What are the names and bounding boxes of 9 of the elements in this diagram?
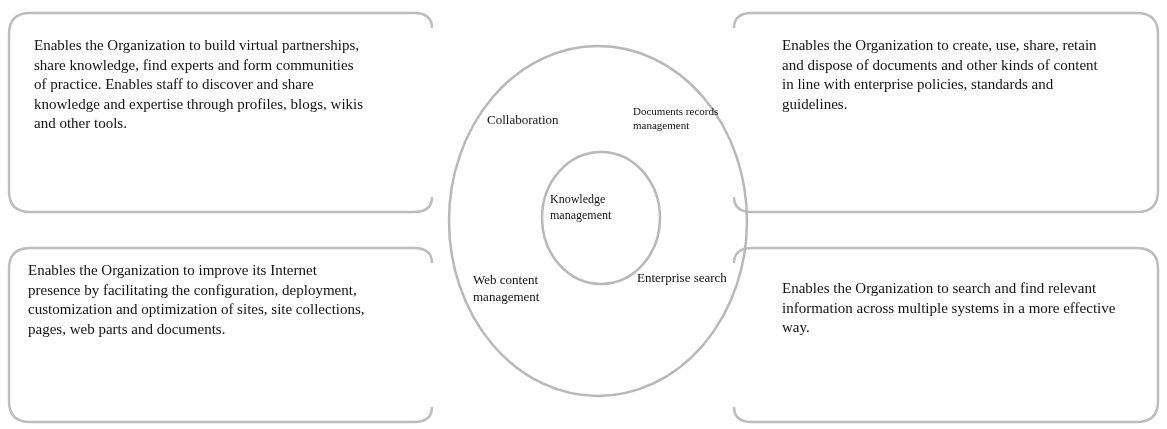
area-label: Documents records management	[633, 104, 720, 133]
description-text: Enables the Organization to search and find relevant information across multiple systems in a more effective way.	[782, 279, 1117, 337]
area-label: Enterprise search	[637, 270, 727, 287]
area-label: Collaboration	[487, 112, 560, 129]
area-label: Web content management	[473, 272, 541, 306]
description-text: Enables the Organization to create, use, share, retain and dispose of documents and other kinds of content in line with enterprise policies, standards and guidelines.	[782, 36, 1099, 114]
area-label: Knowledge management	[550, 192, 613, 224]
description-text: Enables the Organization to improve its Internet presence by facilitating the configuration, deployment, customization and optimization of sites, site collections, pages, web parts and documents.	[28, 261, 366, 339]
description-text: Enables the Organization to build virtual partnerships, share knowledge, find experts and form communities of practice. Enables staff to discover and share knowledge and expertise through profiles, blogs, wikis and other tools.	[34, 36, 364, 133]
